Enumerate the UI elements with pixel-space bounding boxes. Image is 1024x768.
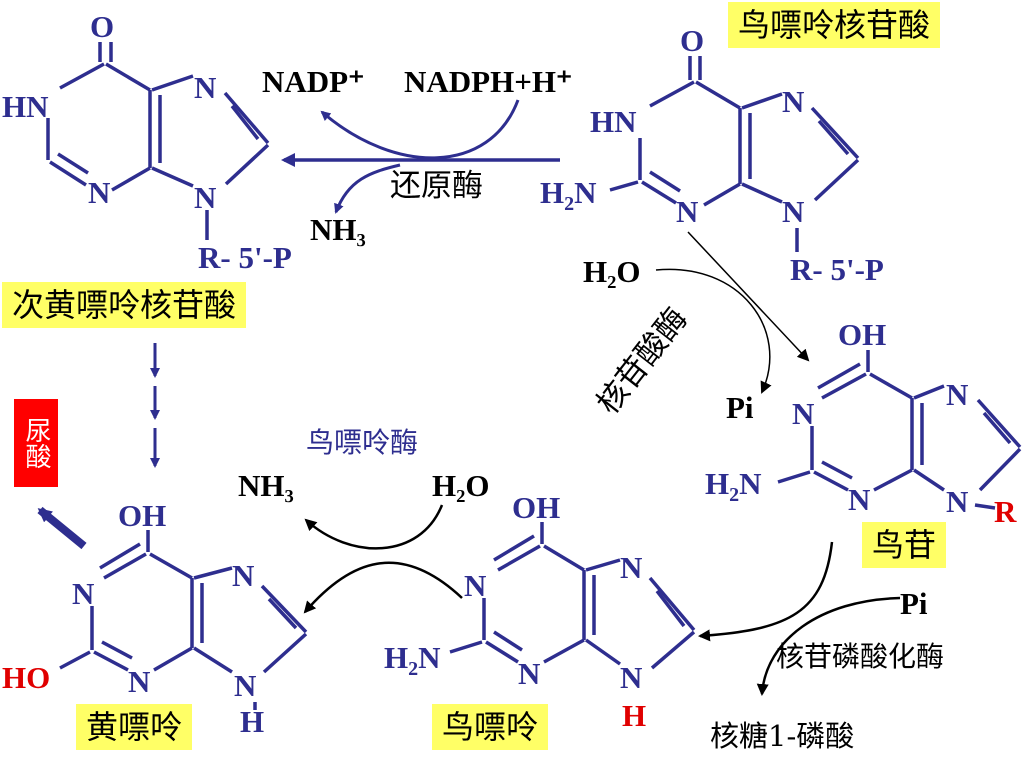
imp-name-label: 次黄嘌呤核苷酸	[2, 282, 247, 328]
phosphorylase-label: 核苷磷酸化酶	[776, 640, 944, 673]
h2o-nh3-arrow	[304, 504, 444, 550]
uric-acid-label: 尿酸	[21, 417, 51, 469]
imp-n7: N	[194, 70, 216, 105]
imp-oxygen: O	[90, 9, 114, 44]
deaminase-arrow	[303, 561, 463, 614]
xanthine-n9: N	[234, 668, 256, 703]
gmp-oxygen: O	[680, 23, 704, 58]
xanthine-h: H	[240, 704, 264, 739]
gmp-hn: HN	[590, 104, 637, 139]
xanthine-n3: N	[128, 664, 150, 699]
guanine-n3: N	[518, 656, 540, 691]
deaminase-label: 鸟嘌呤酶	[306, 426, 418, 459]
nh3-top-label: NH₃	[310, 212, 366, 247]
guanosine-r: R	[994, 494, 1017, 529]
gmp-n9: N	[782, 194, 804, 229]
guanosine-oh: OH	[838, 317, 886, 352]
guanosine-n7: N	[946, 377, 968, 412]
water-pi-arrow	[655, 268, 772, 394]
guanosine-n1: N	[792, 396, 814, 431]
guanosine-n9: N	[946, 484, 968, 519]
imp-hn: HN	[2, 89, 49, 124]
phosphorylase-arrow	[698, 541, 834, 642]
imp-n3: N	[88, 175, 110, 210]
pi-nucleotidase-label: Pi	[726, 390, 754, 425]
xanthine-n7: N	[232, 558, 254, 593]
to-uric-acid-arrow	[37, 506, 87, 550]
guanine-amino: H2N	[384, 640, 441, 680]
guanine-n1: N	[464, 568, 486, 603]
h2o-nucleotidase-label: H₂O	[583, 254, 641, 289]
imp-structure	[46, 42, 270, 240]
nucleotidase-arrow	[687, 231, 810, 362]
gmp-name-label: 鸟嘌呤核苷酸	[728, 2, 941, 48]
nadp-label: NADP⁺	[262, 64, 364, 99]
guanine-n7: N	[620, 550, 642, 585]
imp-n9: N	[194, 180, 216, 215]
guanine-name-label: 鸟嘌呤	[432, 704, 549, 750]
guanine-n9: N	[620, 660, 642, 695]
nadph-label: NADPH+H⁺	[404, 64, 572, 99]
pi-phosphorylase-label: Pi	[900, 586, 928, 621]
reductase-label: 还原酶	[390, 168, 483, 204]
gmp-structure	[609, 56, 860, 252]
imp-substituent: R- 5'-P	[198, 240, 292, 275]
xanthine-ho: HO	[2, 660, 50, 695]
gmp-amino: H2N	[540, 175, 597, 215]
guanosine-amino: H2N	[705, 466, 762, 506]
gmp-n3: N	[676, 194, 698, 229]
h2o-deaminase-label: H₂O	[432, 468, 490, 503]
xanthine-name-label: 黄嘌呤	[76, 704, 193, 750]
guanosine-n3: N	[848, 482, 870, 517]
nh3-deaminase-label: NH₃	[238, 468, 294, 503]
nucleotidase-label: 核苷酸酶	[590, 301, 695, 421]
gmp-n7: N	[782, 84, 804, 119]
xanthine-oh: OH	[118, 498, 166, 533]
ribose1p-label: 核糖1-磷酸	[710, 719, 854, 753]
xanthine-structure	[59, 530, 308, 710]
guanosine-structure	[777, 350, 1022, 510]
xanthine-n1: N	[72, 576, 94, 611]
uric-acid-box: 尿酸	[14, 399, 58, 487]
pi-to-ribose1p-arrow	[756, 596, 901, 696]
guanine-structure	[449, 522, 696, 670]
guanosine-name-label: 鸟苷	[862, 522, 947, 568]
nadph-to-nadp-arrow	[320, 99, 520, 160]
guanine-oh: OH	[512, 490, 560, 525]
guanine-h: H	[622, 698, 646, 733]
gmp-substituent: R- 5'-P	[790, 252, 884, 287]
nh3-release-arrow	[334, 163, 401, 214]
